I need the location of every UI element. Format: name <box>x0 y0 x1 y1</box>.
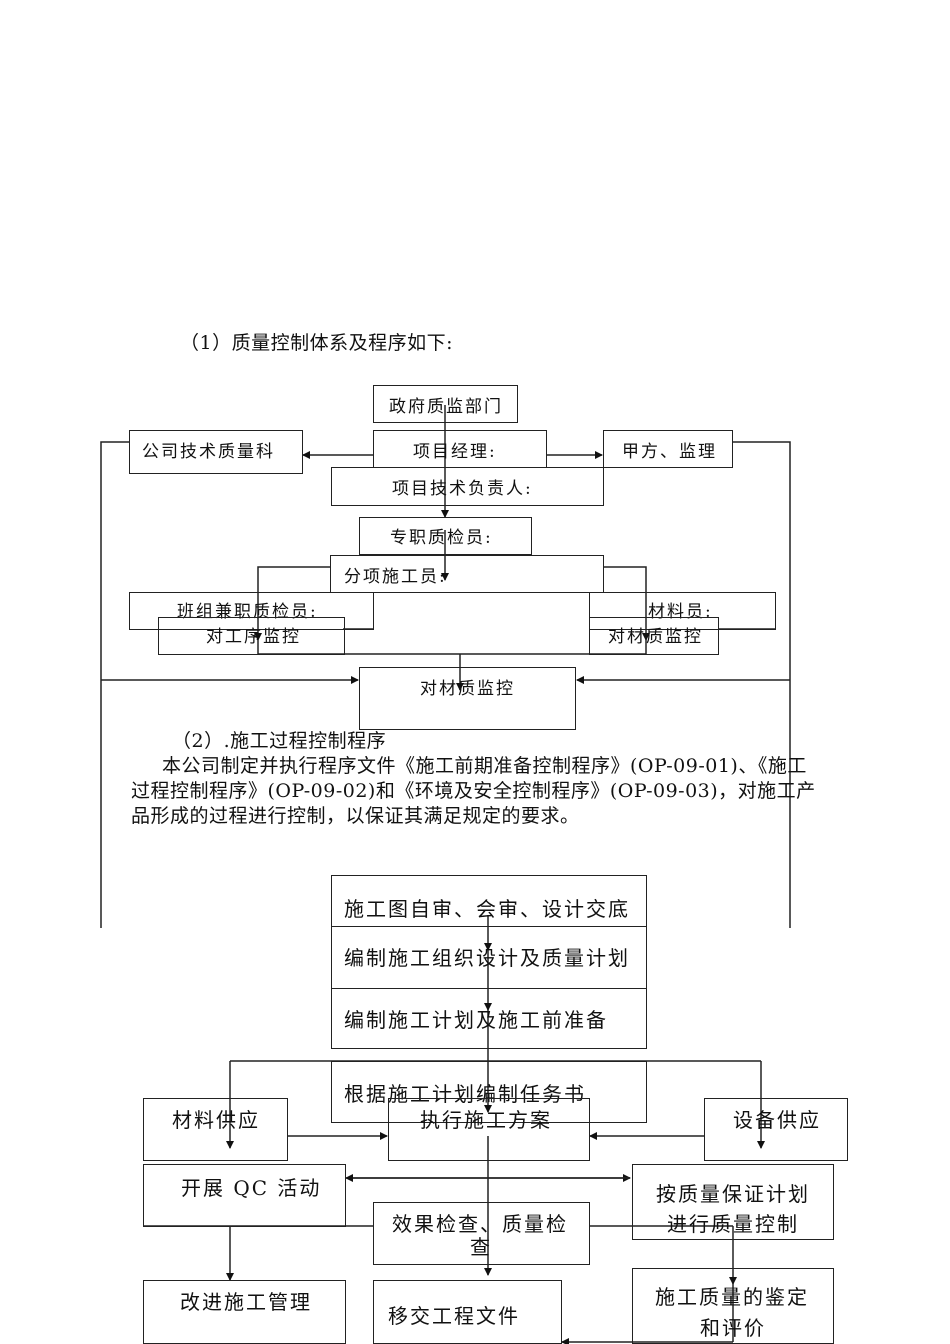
box-material-supply-label: 材料供应 <box>172 1108 260 1132</box>
box-owner-supervisor-label: 甲方、监理 <box>622 442 717 462</box>
box-quality-evaluation-label-1: 施工质量的鉴定 <box>655 1285 809 1309</box>
box-qa-control-label-1: 按质量保证计划 <box>656 1182 810 1206</box>
box-plan-prep <box>331 988 647 1049</box>
box-equipment-supply-label: 设备供应 <box>733 1108 821 1132</box>
box-tech-lead-label: 项目技术负责人: <box>392 479 533 499</box>
box-quality-evaluation-label-2: 和评价 <box>700 1316 766 1340</box>
section1-heading: （1）质量控制体系及程序如下: <box>180 332 453 354</box>
box-plan-prep-label: 编制施工计划及施工前准备 <box>344 1008 608 1032</box>
box-owner-supervisor <box>603 430 733 468</box>
box-project-manager-label: 项目经理: <box>413 442 497 462</box>
box-qa-control <box>632 1164 834 1240</box>
connector-left-loop <box>100 441 129 928</box>
box-process-monitor <box>158 617 345 655</box>
box-qc-activity <box>143 1164 346 1227</box>
box-task-book <box>331 1061 647 1123</box>
box-improve-mgmt-label: 改进施工管理 <box>180 1290 312 1314</box>
box-team-inspector <box>129 592 374 630</box>
box-task-book-label: 根据施工计划编制任务书 <box>344 1082 586 1106</box>
paragraph-line-1: 本公司制定并执行程序文件《施工前期准备控制程序》(OP-09-01)、《施工 <box>162 755 807 777</box>
box-effect-check <box>373 1202 590 1265</box>
box-sub-builder <box>330 555 604 593</box>
box-effect-check-label-1: 效果检查、质量检 <box>392 1212 568 1236</box>
box-material-monitor-right <box>589 617 719 655</box>
box-inspector <box>359 517 532 555</box>
paragraph-line-3: 品形成的过程进行控制，以保证其满足规定的要求。 <box>131 805 580 827</box>
box-qc-activity-label: 开展 QC 活动 <box>181 1176 322 1200</box>
box-execute-plan <box>388 1098 590 1161</box>
box-material-supply <box>143 1098 288 1161</box>
box-company-tech-label: 公司技术质量科 <box>142 442 275 462</box>
connector-builder-left <box>254 566 330 641</box>
box-org-design-label: 编制施工组织设计及质量计划 <box>344 946 630 970</box>
box-material-monitor-bottom-label: 对材质监控 <box>420 679 515 699</box>
connector-right-loop <box>733 441 791 928</box>
box-material-monitor-right-label: 对材质监控 <box>608 627 703 647</box>
box-tech-lead <box>331 467 604 506</box>
box-material-monitor-bottom <box>359 667 576 730</box>
box-inspector-label: 专职质检员: <box>390 528 493 548</box>
connector-builder-right <box>603 566 650 641</box>
box-process-monitor-label: 对工序监控 <box>206 627 301 647</box>
paragraph-line-2: 过程控制程序》(OP-09-02)和《环境及安全控制程序》(OP-09-03)，… <box>131 780 816 802</box>
box-gov-dept <box>373 385 518 423</box>
box-sub-builder-label: 分项施工员: <box>344 567 447 587</box>
box-equipment-supply <box>704 1098 848 1161</box>
box-qa-control-label-2: 进行质量控制 <box>667 1212 799 1236</box>
box-handover-docs-label: 移交工程文件 <box>388 1304 520 1328</box>
box-gov-dept-label: 政府质监部门 <box>389 397 503 417</box>
section2-heading: （2）.施工过程控制程序 <box>172 730 387 752</box>
box-material-clerk <box>589 592 776 630</box>
box-effect-check-label-2: 查 <box>470 1235 492 1259</box>
box-drawing-review-label: 施工图自审、会审、设计交底 <box>344 897 630 921</box>
box-company-tech <box>129 430 303 474</box>
box-execute-plan-label: 执行施工方案 <box>420 1108 552 1132</box>
